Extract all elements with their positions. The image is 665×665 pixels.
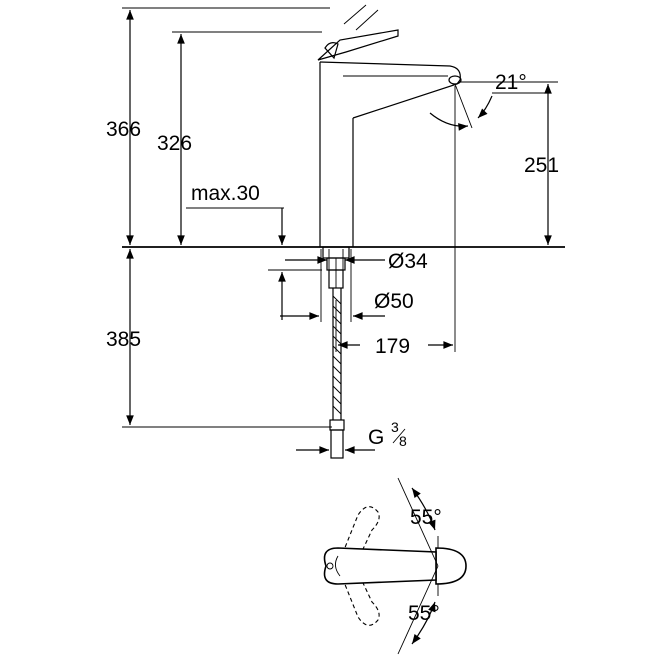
dim-mount-thickness: max.30 bbox=[191, 182, 260, 205]
dim-outlet-height: 251 bbox=[524, 154, 559, 177]
dim-total-height: 366 bbox=[106, 118, 141, 141]
dim-connection-num: 3 bbox=[391, 419, 399, 435]
supply-hose bbox=[329, 288, 345, 459]
dim-spout-angle: 21° bbox=[495, 71, 527, 94]
dim-rotation-bottom: 55° bbox=[408, 602, 440, 625]
dim-tail-length: 385 bbox=[106, 328, 141, 351]
dim-hole-max: Ø50 bbox=[374, 290, 414, 313]
dim-rotation-top: 55° bbox=[410, 506, 442, 529]
faucet-body bbox=[317, 4, 462, 247]
dim-spout-height: 326 bbox=[157, 132, 192, 155]
dim-connection-den: 8 bbox=[399, 433, 407, 449]
mounting-assembly bbox=[322, 246, 350, 289]
top-view bbox=[323, 477, 467, 655]
dim-connection-g: G bbox=[368, 426, 384, 449]
dim-spout-reach: 179 bbox=[375, 335, 410, 358]
dim-hole-min: Ø34 bbox=[388, 250, 428, 273]
